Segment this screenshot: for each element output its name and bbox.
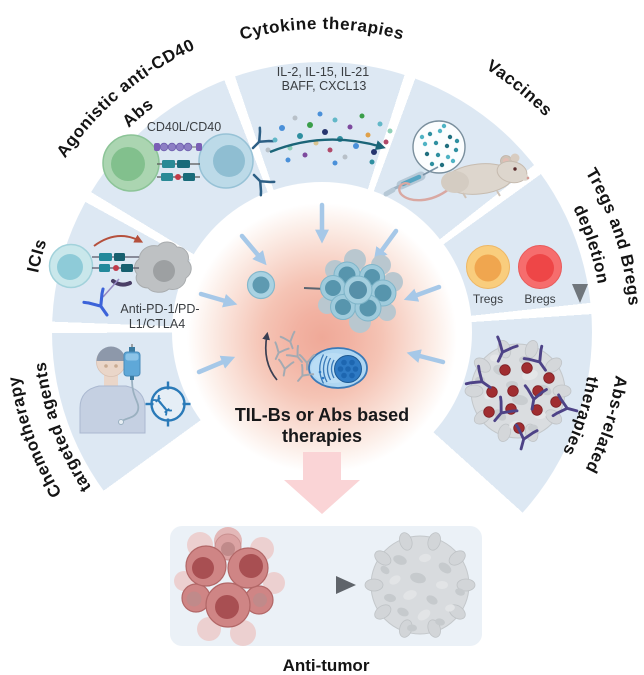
iv-bag-icon xyxy=(118,344,141,425)
mouse-icon xyxy=(398,153,530,202)
tumor-cell-nucleus xyxy=(153,260,175,282)
green-cell-nucleus xyxy=(111,147,145,181)
t-cell-nucleus xyxy=(57,254,83,280)
anti-tumor-arrow-icon xyxy=(306,576,356,594)
anti-pd-label-line2: L1/CTLA4 xyxy=(129,317,185,331)
antibody-icon xyxy=(275,358,295,378)
cytokine-list-line2: BAFF, CXCL13 xyxy=(282,79,367,93)
segment-abs-related xyxy=(464,335,582,454)
label-cytokine-therapies: Cytokine therapies xyxy=(238,14,407,44)
inward-arrows xyxy=(196,202,446,375)
anti-pd-label-line1: Anti-PD-1/PD- xyxy=(120,302,199,316)
activation-arrow xyxy=(93,234,144,247)
tregs-label: Tregs xyxy=(473,292,503,306)
pink-down-arrow-icon xyxy=(284,452,360,514)
depletion-arrow-icon xyxy=(572,247,588,303)
b-cell-nucleus xyxy=(252,276,270,294)
bregs-label: Bregs xyxy=(524,292,555,306)
segment-vaccines xyxy=(383,120,530,202)
live-tumor-icon xyxy=(174,527,285,646)
segment-icis: Anti-PD-1/PD- L1/CTLA4 xyxy=(48,234,200,331)
inward-arrow-lower-right xyxy=(406,349,446,365)
antibody-icon xyxy=(246,167,276,197)
center-label-line1: TIL-Bs or Abs based xyxy=(235,405,409,425)
secretion-arrow xyxy=(262,331,278,381)
outcome-flow: Anti-tumor xyxy=(170,452,482,675)
label-vaccines: Vaccines xyxy=(483,56,556,120)
dead-tumor-icon xyxy=(364,532,476,638)
segment-tregs-bregs: Tregs Bregs xyxy=(466,245,588,306)
cytokine-spread-arrow xyxy=(269,138,386,154)
cd40-inner-label: CD40L/CD40 xyxy=(147,120,221,134)
inward-arrow-left xyxy=(198,291,238,308)
antibody-icon xyxy=(279,330,301,352)
segment-agonistic-cd40: CD40L/CD40 xyxy=(102,120,276,197)
bregs-cell-nucleus xyxy=(526,254,554,282)
plasma-cell-icon xyxy=(308,347,368,389)
center-hub-content: TIL-Bs or Abs based therapies xyxy=(235,249,409,446)
antibody-tether xyxy=(102,278,120,298)
b-cell-cluster-icon xyxy=(318,249,403,333)
inward-arrow-upper-right xyxy=(373,228,399,262)
anti-tumor-label: Anti-tumor xyxy=(283,656,370,675)
checkpoint-receptor-icon xyxy=(92,253,139,287)
inward-arrow-right xyxy=(403,284,442,302)
cytokine-dots-icon xyxy=(265,111,393,166)
segment-cytokine: IL-2, IL-15, IL-21 BAFF, CXCL13 xyxy=(265,65,393,166)
center-label-line2: therapies xyxy=(282,426,362,446)
antibody-icon xyxy=(82,287,119,324)
b-cell-nucleus xyxy=(213,145,245,177)
dna-target-icon xyxy=(145,381,191,427)
label-icis: ICIs xyxy=(23,236,50,274)
cd40l-cd40-binding-icon xyxy=(154,142,202,181)
syringe-icon xyxy=(383,166,439,197)
cytokine-list-line1: IL-2, IL-15, IL-21 xyxy=(277,65,369,79)
segment-chemotherapy xyxy=(79,344,191,434)
patient-icon xyxy=(79,346,146,434)
vaccine-magnifier-icon xyxy=(412,120,466,174)
tregs-cell-nucleus xyxy=(474,254,502,282)
inward-arrow-lower-left xyxy=(196,355,236,375)
inward-arrow-upper-left xyxy=(239,233,267,266)
